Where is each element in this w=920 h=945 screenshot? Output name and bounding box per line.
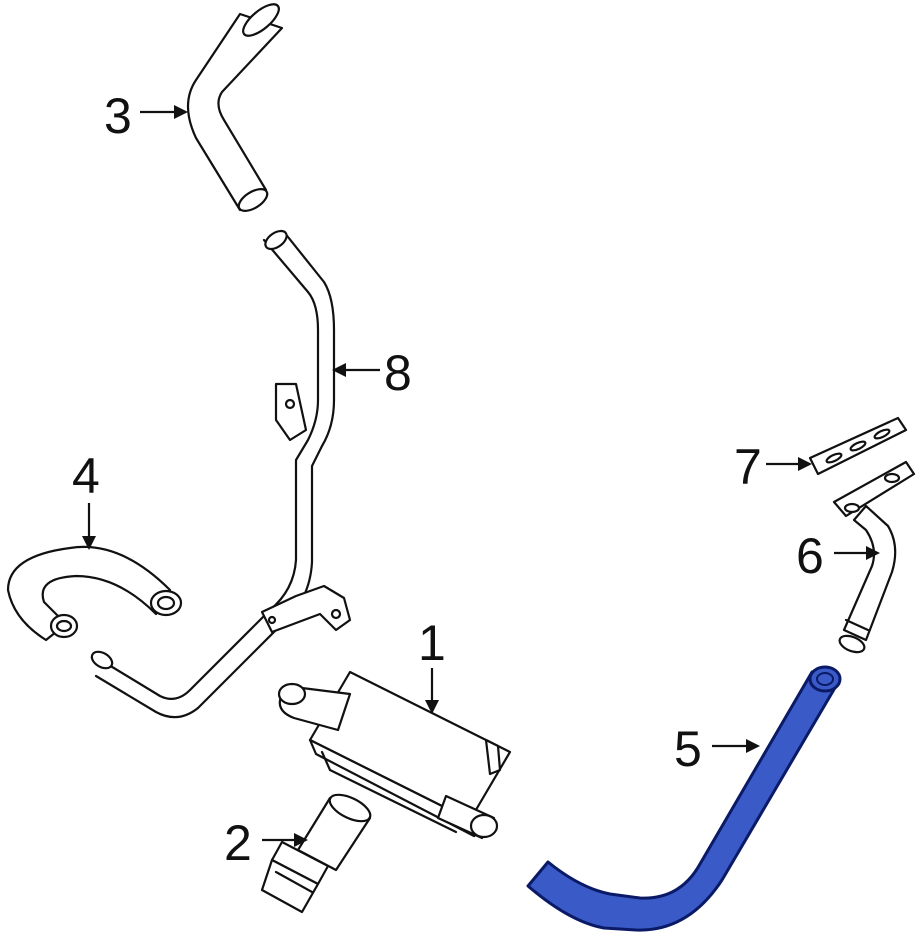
part-7-gasket[interactable]	[808, 416, 908, 476]
arrow-8	[332, 363, 380, 377]
arrow-2	[262, 833, 308, 847]
part-1-cooler[interactable]	[277, 670, 512, 840]
part-5-highlighted-hose[interactable]	[526, 665, 842, 932]
part-3-upper-hose[interactable]	[186, 0, 284, 215]
callout-2: 2	[224, 815, 252, 871]
arrow-7	[766, 457, 812, 471]
callout-4: 4	[72, 448, 100, 504]
arrow-5	[712, 739, 760, 753]
callout-8: 8	[384, 345, 412, 401]
part-2-sensor[interactable]	[260, 789, 374, 914]
callout-5: 5	[674, 721, 702, 777]
arrow-1	[425, 668, 439, 714]
arrow-6	[834, 546, 880, 560]
arrow-4	[82, 503, 96, 550]
part-8-long-tube[interactable]	[89, 227, 352, 719]
callout-1: 1	[418, 615, 446, 671]
arrow-3	[140, 105, 188, 119]
callout-7: 7	[734, 439, 762, 495]
part-6-pipe-with-flange[interactable]	[832, 460, 916, 655]
part-4-curved-hose[interactable]	[6, 545, 183, 642]
callout-6: 6	[796, 528, 824, 584]
callout-3: 3	[104, 88, 132, 144]
